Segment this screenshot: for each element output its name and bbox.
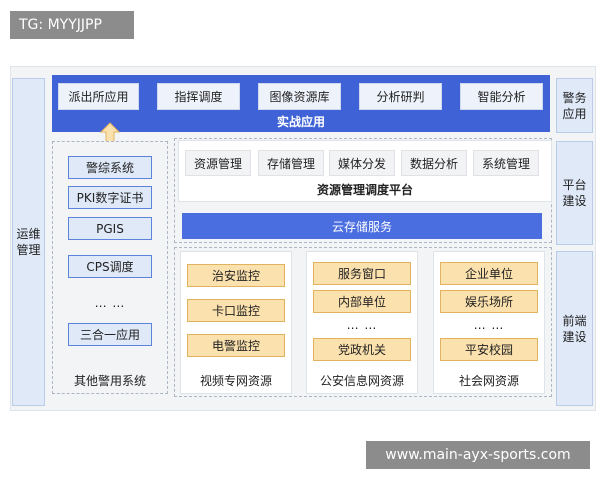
police-system-pki[interactable]: PKI数字证书: [68, 186, 152, 209]
video-item-traffic[interactable]: 电警监控: [187, 334, 285, 357]
police-system-cps[interactable]: CPS调度: [68, 255, 152, 278]
platform-item-media-dist[interactable]: 媒体分发: [329, 150, 395, 176]
police-item-internal-unit[interactable]: 内部单位: [313, 290, 411, 313]
platform-item-resource-mgmt[interactable]: 资源管理: [185, 150, 251, 176]
combat-item-station[interactable]: 派出所应用: [58, 83, 139, 110]
police-systems-ellipsis: … …: [94, 296, 126, 310]
police-network-ellipsis: … …: [346, 318, 378, 332]
video-item-checkpoint[interactable]: 卡口监控: [187, 299, 285, 322]
police-item-service-window[interactable]: 服务窗口: [313, 262, 411, 285]
police-application-label: 警务 应用: [556, 78, 593, 133]
video-item-public-security[interactable]: 治安监控: [187, 264, 285, 287]
frontend-build-line2: 建设: [562, 329, 587, 344]
police-item-party-gov[interactable]: 党政机关: [313, 338, 411, 361]
watermark-bottom: www.main-ayx-sports.com: [366, 441, 590, 469]
platform-build-line1: 平台: [562, 178, 587, 192]
police-network-title: 公安信息网资源: [319, 374, 404, 388]
frontend-build-label: 前端 建设: [556, 251, 593, 406]
police-system-integrated[interactable]: 警综系统: [68, 156, 152, 179]
platform-build-label: 平台 建设: [556, 141, 593, 245]
combat-item-image-library[interactable]: 图像资源库: [258, 83, 341, 110]
social-item-entertainment[interactable]: 娱乐场所: [440, 290, 538, 313]
video-network-title: 视频专网资源: [199, 374, 272, 388]
other-police-systems-title: 其他警用系统: [73, 374, 146, 388]
ops-management-sidebar: 运维 管理: [12, 78, 45, 406]
social-item-enterprise[interactable]: 企业单位: [440, 262, 538, 285]
combat-item-analysis[interactable]: 分析研判: [359, 83, 442, 110]
combat-item-smart-analysis[interactable]: 智能分析: [460, 83, 543, 110]
police-application-line1: 警务: [562, 90, 587, 105]
ops-label-line1: 运维: [16, 227, 41, 241]
social-item-campus[interactable]: 平安校园: [440, 338, 538, 361]
resource-platform-title: 资源管理调度平台: [316, 183, 413, 197]
ops-label-line2: 管理: [16, 243, 41, 257]
social-network-title: 社会网资源: [458, 374, 519, 388]
platform-build-line2: 建设: [562, 194, 587, 208]
social-network-ellipsis: … …: [473, 318, 505, 332]
police-application-line2: 应用: [562, 106, 587, 121]
platform-item-data-analysis[interactable]: 数据分析: [401, 150, 467, 176]
police-system-pgis[interactable]: PGIS: [68, 217, 152, 240]
frontend-build-line1: 前端: [562, 313, 587, 328]
police-system-3in1[interactable]: 三合一应用: [68, 323, 152, 346]
platform-item-storage-mgmt[interactable]: 存储管理: [258, 150, 324, 176]
watermark-top: TG: MYYJJPP: [10, 11, 134, 39]
combat-application-title: 实战应用: [276, 115, 325, 129]
cloud-storage-bar[interactable]: 云存储服务: [182, 213, 542, 239]
combat-item-dispatch[interactable]: 指挥调度: [157, 83, 240, 110]
platform-item-system-mgmt[interactable]: 系统管理: [473, 150, 539, 176]
